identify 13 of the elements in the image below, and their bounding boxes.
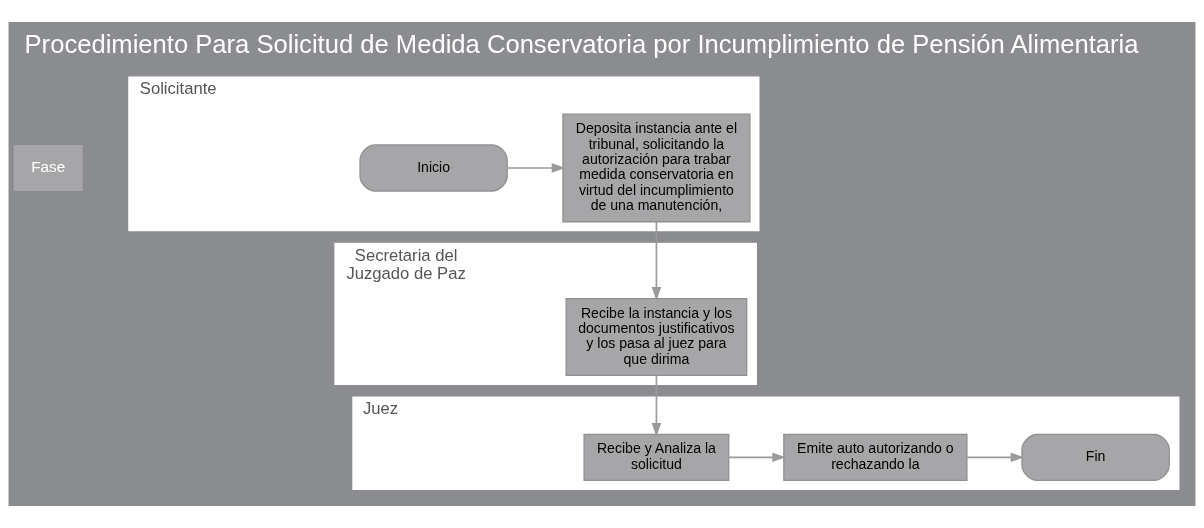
node-box: Recibe la instancia y los documentos justificativos y los pasa al juez para que dirima [565,297,748,377]
diagram-title: Procedimiento Para Solicitud de Medida Conservatoria por Incumplimiento de Pensión Alimentaria [24,29,1139,58]
arrow [966,452,1025,463]
node-box: Fin [1021,433,1170,482]
arrow [651,374,662,437]
node-box: Recibe y Analiza la solicitud [583,433,730,482]
node-box: Deposita instancia ante el tribunal, solicitando la autorización para trabar medida conservatoria en virtud del incumplimiento de una manutención, [562,113,751,223]
node-box: Emite auto autorizando o rechazando la [783,433,968,482]
arrow [728,452,786,463]
arrow [506,163,566,173]
label: Fase [31,157,66,175]
node-box: Inicio [359,144,508,192]
arrow [651,221,662,301]
